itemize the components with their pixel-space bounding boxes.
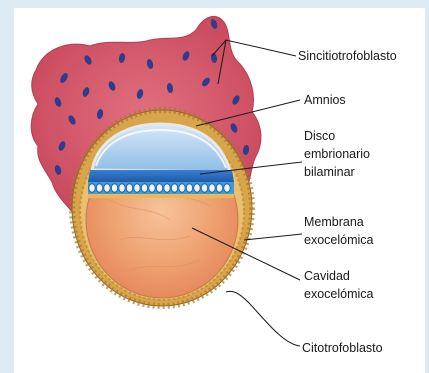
hypoblast-cell [104,184,110,192]
label-cavidad-line-1: Cavidad [304,269,350,283]
hypoblast-cell [126,184,132,192]
hypoblast-cell [209,184,215,192]
hypoblast-cell [171,184,177,192]
hypoblast-cell [149,184,155,192]
label-cavidad-line-2: exocelómica [304,287,374,301]
hypoblast-cell [186,184,192,192]
label-citotrofoblasto: Citotrofoblasto [302,341,383,355]
hypoblast-cell [164,184,170,192]
label-membrana-line-2: exocelómica [304,233,374,247]
hypoblast-cell [89,184,95,192]
hypoblast-cell [201,184,207,192]
label-disco-line-2: embrionario [304,147,370,161]
hypoblast-cell [224,184,230,192]
hypoblast-cell [156,184,162,192]
hypoblast-cell [111,184,117,192]
label-amnios: Amnios [304,93,346,107]
hypoblast-cell [96,184,102,192]
hypoblast-cell [216,184,222,192]
epiblast-layer [88,170,234,182]
hypoblast-cell [119,184,125,192]
label-disco-line-3: bilaminar [304,165,355,179]
hypoblast-cell [179,184,185,192]
label-disco-line-1: Disco [304,129,335,143]
label-membrana-line-1: Membrana [304,215,364,229]
hypoblast-cell [194,184,200,192]
hypoblast-cell [134,184,140,192]
label-sincitiotrofoblasto: Sincitiotrofoblasto [298,49,397,63]
hypoblast-cell [141,184,147,192]
